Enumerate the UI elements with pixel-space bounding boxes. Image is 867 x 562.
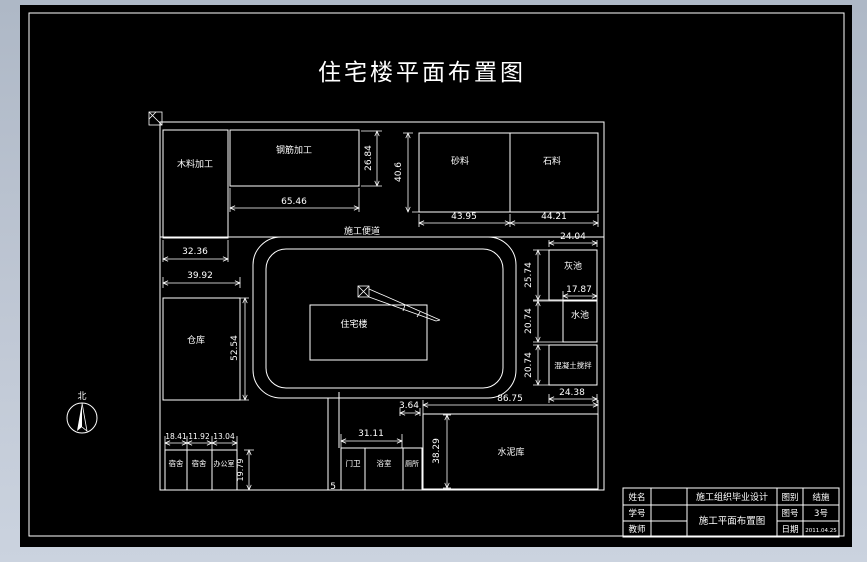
titleblock-id-label: 学号 (628, 508, 645, 519)
titleblock-date-value: 2011.04.25 (805, 528, 837, 534)
building-lime-pool-label: 灰池 (564, 260, 582, 272)
dim-cement-height: 38.29 (432, 438, 442, 464)
dimensions-horizontal: 65.46 32.36 43.95 44.21 24.04 17.87 24.3… (163, 197, 598, 443)
dim-dorm2-width: 11.92 (188, 432, 210, 441)
building-water-pool-label: 水池 (571, 309, 589, 321)
titleblock-name-label: 姓名 (628, 492, 645, 503)
drawing-title: 住宅楼平面布置图 (318, 60, 526, 86)
sheet-frame (28, 12, 845, 537)
building-water-pool: 水池 (562, 300, 598, 343)
dimensions-vertical: 26.84 40.6 25.74 20.74 20.74 38.29 19.79… (230, 131, 538, 490)
gate-marker-label: 5 (330, 482, 336, 492)
dim-mixer-height: 20.74 (524, 352, 534, 378)
north-arrow-icon: 北 (66, 391, 98, 434)
dim-office-width: 13.04 (213, 432, 235, 441)
building-office-label: 办公室 (214, 459, 235, 468)
building-lime-pool: 灰池 (548, 249, 598, 301)
road-label: 施工便道 (344, 225, 380, 237)
dim-mixer-width: 24.38 (559, 388, 585, 398)
road-ring-outer (252, 236, 517, 399)
building-rebar-processing-label: 钢筋加工 (276, 144, 312, 156)
dim-lime-width: 24.04 (560, 232, 586, 242)
titleblock-teacher-label: 教师 (628, 524, 646, 535)
tower-crane-icon (357, 285, 441, 322)
building-stone-yard-label: 石料 (543, 155, 561, 167)
dim-stone-width: 44.21 (541, 212, 567, 222)
dim-warehouse-width: 39.92 (187, 271, 213, 281)
building-warehouse-label: 仓库 (187, 334, 205, 346)
dim-rebar-height: 26.84 (364, 145, 374, 171)
dim-cement-width: 86.75 (497, 394, 523, 404)
dim-rebar-width: 65.46 (281, 197, 307, 207)
building-sand-yard-label: 砂料 (451, 155, 469, 167)
dim-dorm1-width: 18.41 (165, 432, 187, 441)
titleblock-no-label: 图号 (781, 509, 798, 519)
building-dorm-1-label: 宿舍 (169, 458, 184, 468)
building-cement-store: 水泥库 (422, 413, 599, 490)
dim-wood-width: 32.36 (182, 247, 208, 257)
building-cement-store-label: 水泥库 (497, 446, 524, 458)
title-block: 姓名 学号 教师 施工组织毕业设计 施工平面布置图 图别 图号 日期 结施 3号… (622, 487, 840, 538)
dim-water-width: 17.87 (566, 285, 592, 295)
titleblock-date-label: 日期 (781, 525, 798, 535)
building-concrete-mixer: 混凝土搅拌 (548, 344, 598, 386)
building-rebar-processing: 钢筋加工 (229, 129, 360, 187)
titleblock-type-value: 结施 (812, 492, 830, 503)
dim-rooms-width: 31.11 (358, 429, 384, 439)
titleblock-no-value: 3号 (814, 509, 828, 519)
titleblock-drawing: 施工平面布置图 (699, 515, 766, 527)
building-concrete-mixer-label: 混凝土搅拌 (554, 360, 592, 370)
dim-yard-height: 40.6 (394, 162, 404, 182)
road-to-gate (327, 392, 340, 490)
building-toilet: 厕所 (402, 447, 423, 491)
north-label: 北 (77, 391, 86, 402)
building-wood-processing: 木料加工 (162, 129, 229, 239)
dim-sand-width: 43.95 (451, 212, 477, 222)
building-wood-processing-label: 木料加工 (177, 158, 213, 170)
building-residence: 住宅楼 (309, 304, 428, 361)
building-gatehouse-label: 门卫 (346, 459, 361, 468)
dim-water-height: 20.74 (524, 308, 534, 334)
corner-marker-icon (148, 111, 163, 126)
dim-warehouse-height: 52.54 (230, 335, 240, 361)
building-dorm-2-label: 宿舍 (192, 458, 207, 468)
cad-viewport[interactable] (20, 5, 852, 547)
building-office: 办公室 (211, 449, 238, 491)
dim-gap: 3.64 (399, 401, 419, 411)
building-stone-yard: 石料 (509, 132, 599, 213)
titleblock-type-label: 图别 (781, 493, 798, 503)
building-toilet-label: 厕所 (405, 459, 419, 468)
dim-lime-height: 25.74 (524, 262, 534, 288)
building-bathroom-label: 浴室 (377, 458, 392, 468)
building-warehouse: 仓库 (162, 297, 241, 401)
building-residence-label: 住宅楼 (340, 318, 367, 330)
titleblock-project: 施工组织毕业设计 (696, 491, 768, 503)
dim-dorm-height: 19.79 (236, 459, 245, 482)
road-ring-inner (265, 248, 504, 389)
